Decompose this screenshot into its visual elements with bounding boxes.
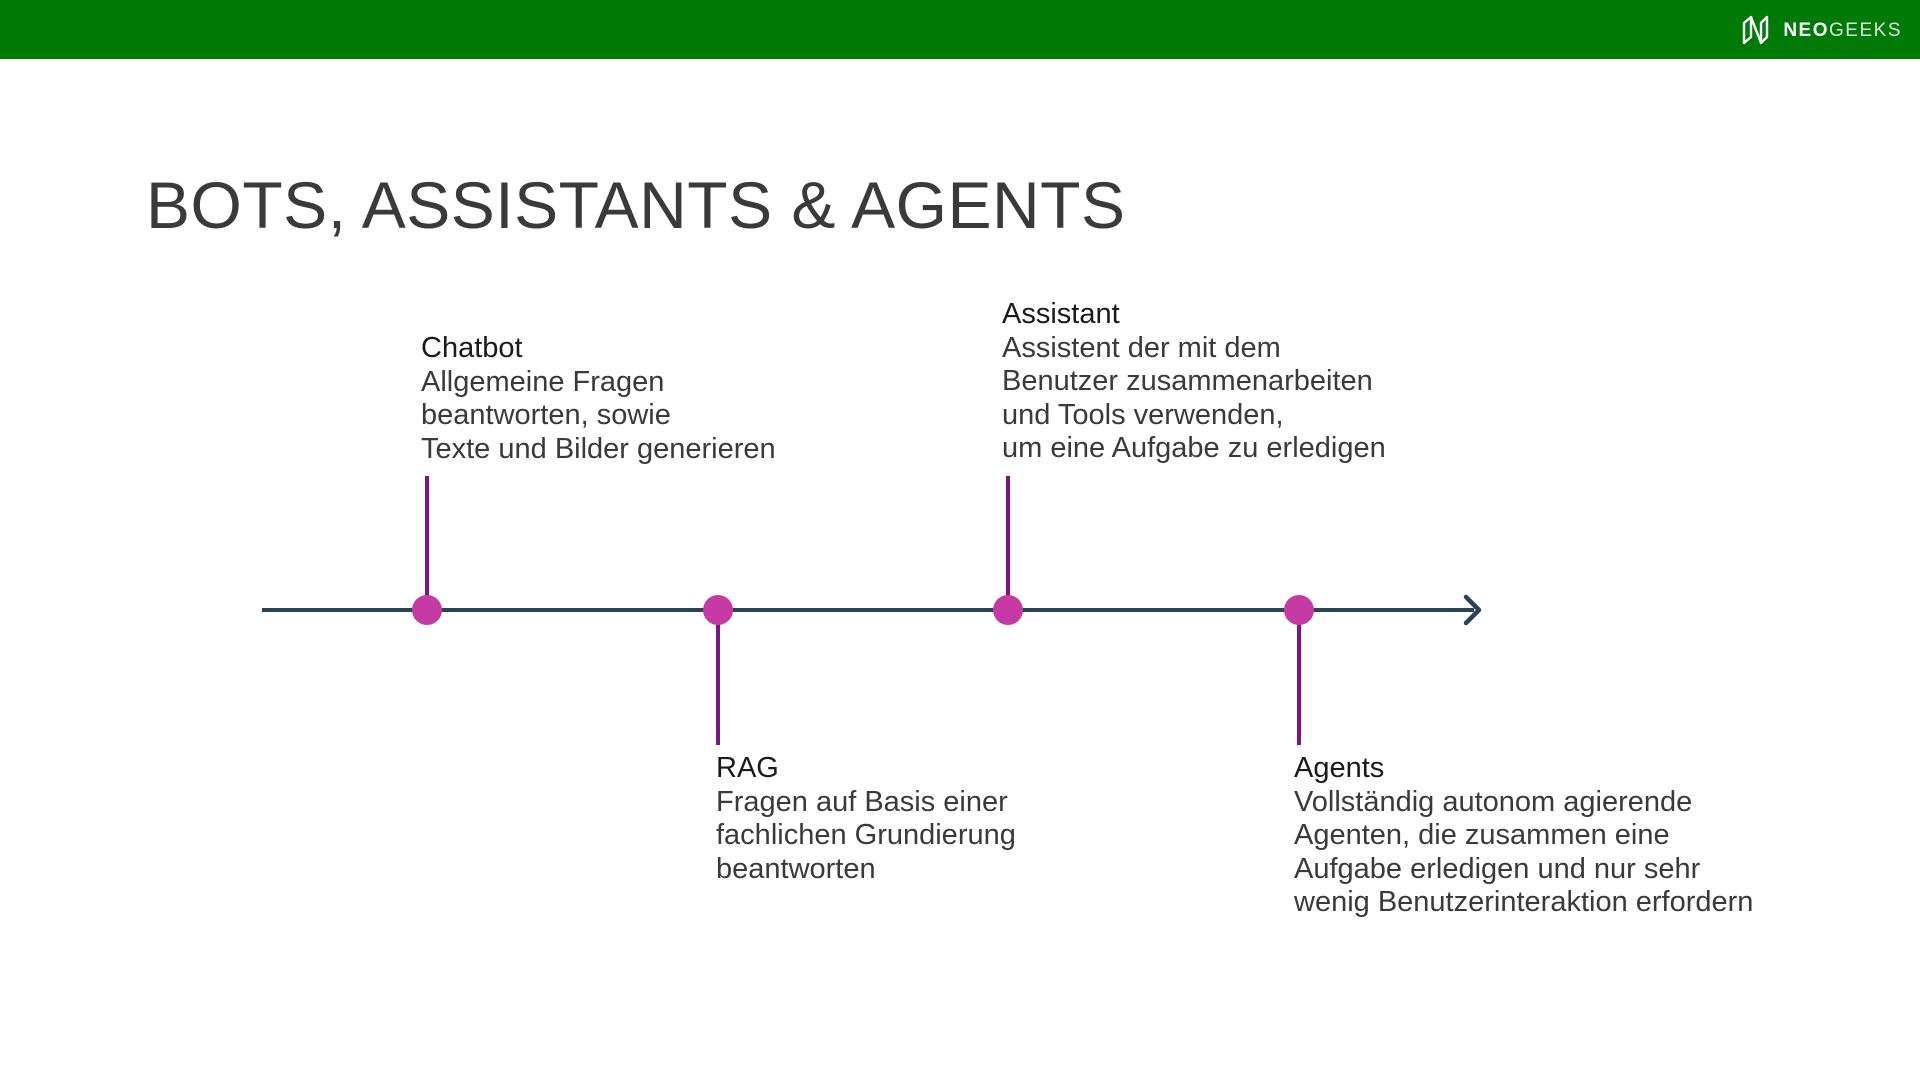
milestone-description-line: Aufgabe erledigen und nur sehr — [1294, 852, 1701, 885]
milestone-marker-agents — [1284, 595, 1314, 625]
milestone-description-line: und Tools verwenden, — [1002, 398, 1284, 431]
milestone-heading: RAG — [716, 752, 779, 784]
milestone-heading: Assistant — [1002, 298, 1120, 330]
brand-name-strong: NEO — [1783, 19, 1830, 41]
timeline-arrowhead — [1463, 594, 1482, 626]
milestone-heading: Chatbot — [421, 332, 523, 364]
milestone-description-line: beantworten — [716, 852, 876, 885]
header-bar: NEOGEEKS — [0, 0, 1920, 59]
milestone-description-line: Benutzer zusammenarbeiten — [1002, 365, 1373, 397]
milestone-description-line: fachlichen Grundierung — [716, 819, 1016, 851]
brand-name-light: GEEKS — [1829, 19, 1902, 41]
milestone-description-line: Vollständig autonom agierende — [1294, 785, 1693, 818]
milestone-description-line: beantworten, sowie — [421, 399, 671, 431]
brand-name: NEOGEEKS — [1783, 21, 1902, 40]
milestone-marker-assistant — [993, 595, 1023, 625]
milestone-description-line: Assistent der mit dem — [1002, 331, 1281, 364]
milestone-heading: Agents — [1294, 752, 1385, 784]
milestone-description-line: Agenten, die zusammen eine — [1294, 819, 1670, 851]
milestone-description-line: Texte und Bilder generieren — [421, 432, 776, 465]
milestone-description-line: Fragen auf Basis einer — [716, 785, 1008, 818]
milestone-description-line: Allgemeine Fragen — [421, 365, 665, 398]
milestone-description-line: wenig Benutzerinteraktion erfordern — [1294, 886, 1754, 918]
milestone-marker-chatbot — [412, 595, 442, 625]
brand-logo: NEOGEEKS — [1741, 13, 1902, 47]
milestone-marker-rag — [703, 595, 733, 625]
neogeeks-n-icon — [1743, 15, 1769, 45]
milestone-description-line: um eine Aufgabe zu erledigen — [1002, 432, 1386, 464]
page-title: BOTS, ASSISTANTS & AGENTS — [146, 168, 1126, 243]
